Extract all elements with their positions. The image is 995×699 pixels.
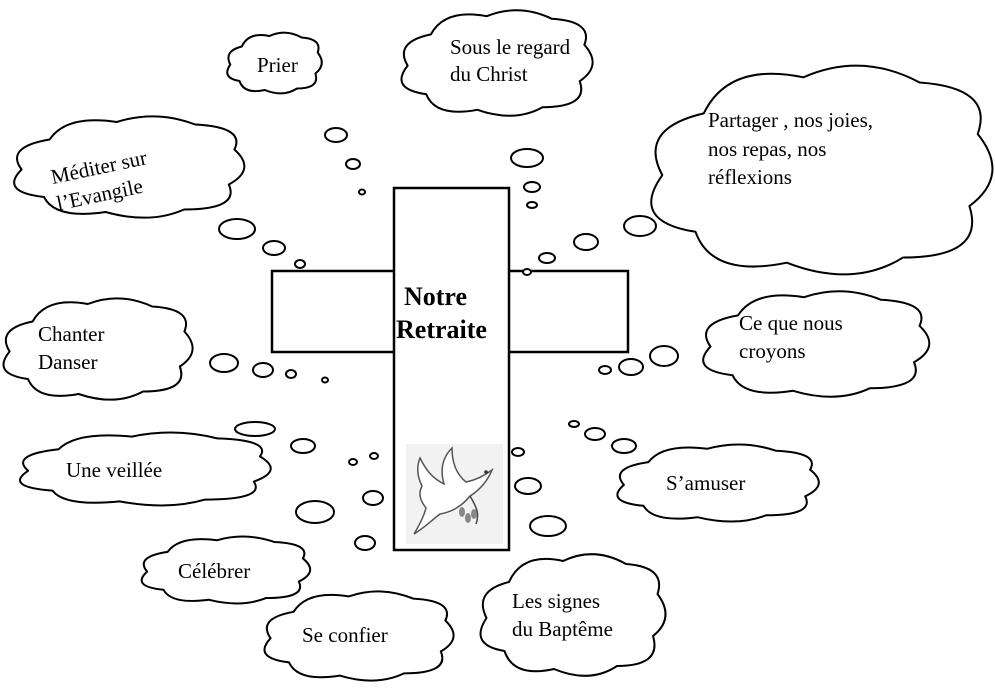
cloud-signes-line1: Les signes <box>512 589 600 613</box>
cloud-veillee-text: Une veillée <box>66 458 162 482</box>
center-title-line1: Notre <box>404 282 467 311</box>
cloud-croyons: Ce que nous croyons <box>703 291 929 396</box>
cloud-amuser: S’amuser <box>617 444 818 521</box>
cloud-confier: Se confier <box>264 591 453 680</box>
cloud-christ: Sous le regard du Christ <box>401 10 592 115</box>
cloud-prier: Prier <box>227 33 322 94</box>
cloud-mediter: Méditer sur l’Evangile <box>14 116 244 217</box>
cloud-croyons-line1: Ce que nous <box>739 311 843 335</box>
center-title-line2: Retraite <box>396 315 487 344</box>
cloud-signes: Les signes du Baptême <box>481 554 666 676</box>
cloud-christ-line1: Sous le regard <box>450 35 571 59</box>
cloud-amuser-text: S’amuser <box>666 471 745 495</box>
cloud-chanter-line2: Danser <box>38 350 97 374</box>
cloud-signes-line2: du Baptême <box>512 617 613 641</box>
cloud-partager: Partager , nos joies, nos repas, nos réf… <box>651 66 992 275</box>
cloud-christ-line2: du Christ <box>450 62 528 86</box>
cloud-partager-line1: Partager , nos joies, <box>708 108 873 132</box>
cloud-celebrer-text: Célébrer <box>178 559 250 583</box>
cloud-partager-line2: nos repas, nos <box>708 137 826 161</box>
cloud-veillee: Une veillée <box>20 433 271 506</box>
cloud-croyons-line2: croyons <box>739 339 806 363</box>
thought-trails <box>209 127 679 551</box>
cloud-prier-text: Prier <box>257 53 298 77</box>
cloud-chanter: Chanter Danser <box>3 298 192 399</box>
cloud-celebrer: Célébrer <box>142 537 311 604</box>
dove-icon <box>406 444 503 544</box>
cloud-partager-line3: réflexions <box>708 165 792 189</box>
cloud-confier-text: Se confier <box>302 623 388 647</box>
cloud-chanter-line1: Chanter <box>38 322 104 346</box>
